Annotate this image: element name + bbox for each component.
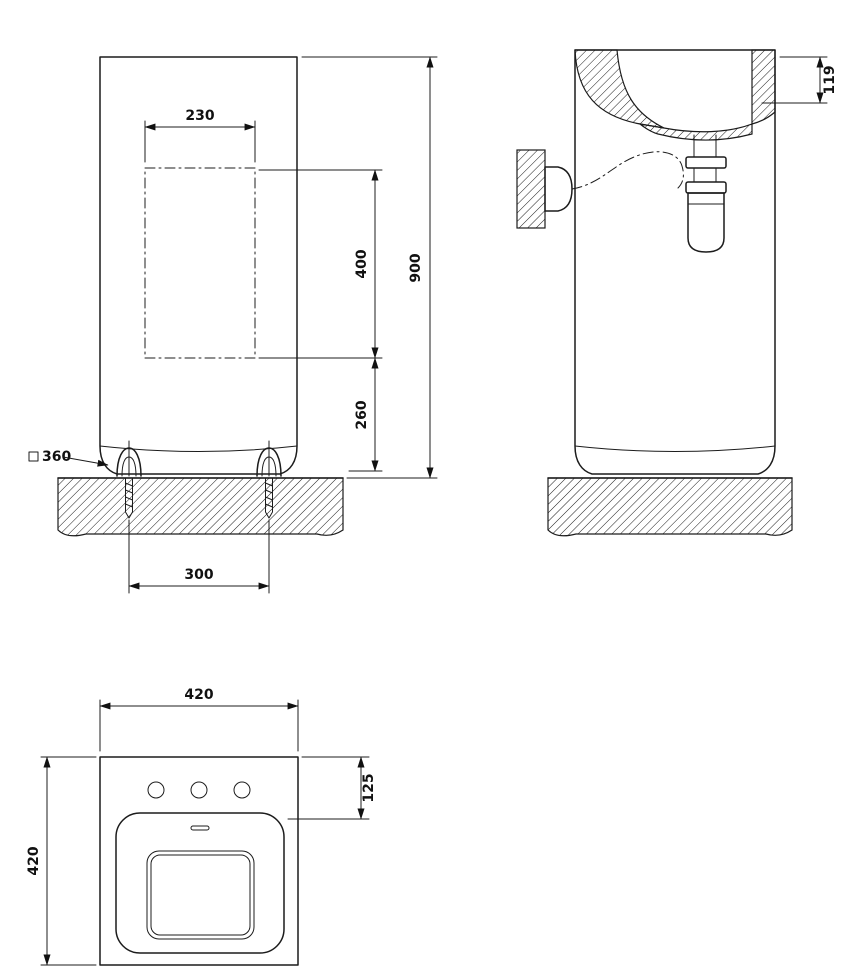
hidden-supply-pipe [571,151,684,190]
trap-nut-lower [685,181,727,194]
dim-label-260: 260 [354,400,370,429]
wall-section-hatch [516,149,546,229]
trap-cup [687,192,725,253]
square-symbol-icon [28,451,39,462]
dimension-hole-offset: 125 [287,756,377,820]
drain-trap [685,134,727,253]
dimension-hole-to-floor: 260 [348,357,383,472]
ext-lines-400 [258,169,383,359]
ext-lines-300 [128,519,270,594]
dimension-bolt-spacing: 300 [128,519,270,594]
ext-lines-420d [40,756,97,966]
dim-label-420w: 420 [184,687,213,703]
side-view: 119 [516,49,838,537]
basin-wall-left [574,49,665,129]
dim-label-300: 300 [184,567,213,583]
basin-rim-right [751,49,776,125]
dimension-plan-width: 420 [99,687,299,752]
overflow-slot [190,825,210,831]
dim-label-230: 230 [185,108,214,124]
pedestal-front-foot-curve [99,445,298,452]
dim-label-119: 119 [822,65,838,94]
front-view: 230 400 260 900 300 360 [28,56,438,594]
bowl-plan-outer [146,850,255,940]
faucet-hole-center [190,781,208,799]
faucet-hole-left [147,781,165,799]
ext-lines-420w [99,699,299,752]
wall-valve [516,149,684,229]
ext-lines-125 [287,756,370,820]
top-view: 420 125 420 [26,687,377,966]
basin-plan-outline [99,756,299,966]
dimension-rim-depth: 119 [761,56,838,104]
faucet-holes [147,781,251,799]
trap-nut-upper [685,156,727,169]
dimension-hole-height: 400 [258,169,383,359]
faucet-hole-right [233,781,251,799]
floor-section-front [57,477,344,537]
basin-bowl-bottom [637,123,753,141]
dimension-hole-width: 230 [144,108,256,163]
dim-label-900: 900 [408,253,424,282]
tailpipe-upper [693,134,717,158]
bowl-plan-inner [150,854,251,936]
tailpipe-lower [693,167,717,183]
pedestal-side-outline [574,49,776,475]
floor-hatch-side [547,477,793,537]
floor-hatch-front [57,477,344,537]
fixing-note: 360 [28,449,109,467]
fixing-zone-dashed [144,167,256,359]
bolt-left-thread [125,477,133,519]
mounting-bolt-right [256,440,282,519]
floor-section-side [547,477,793,537]
mounting-bolt-left [116,440,142,519]
dim-label-400: 400 [354,249,370,278]
pedestal-side-foot-curve [574,445,776,452]
basin-rim-plan [115,812,285,954]
dimension-plan-depth: 420 [26,756,97,966]
basin-section [574,49,776,141]
leader-line-360 [62,456,109,467]
bolt-right-thread [265,477,273,519]
valve-knob [544,166,573,212]
dim-label-420d: 420 [26,846,42,875]
dimension-overall-height: 900 [301,56,438,479]
pedestal-front-outline [99,56,298,475]
dim-label-125: 125 [361,773,377,802]
dim-label-360: 360 [42,449,71,465]
ext-lines-900 [301,56,438,479]
